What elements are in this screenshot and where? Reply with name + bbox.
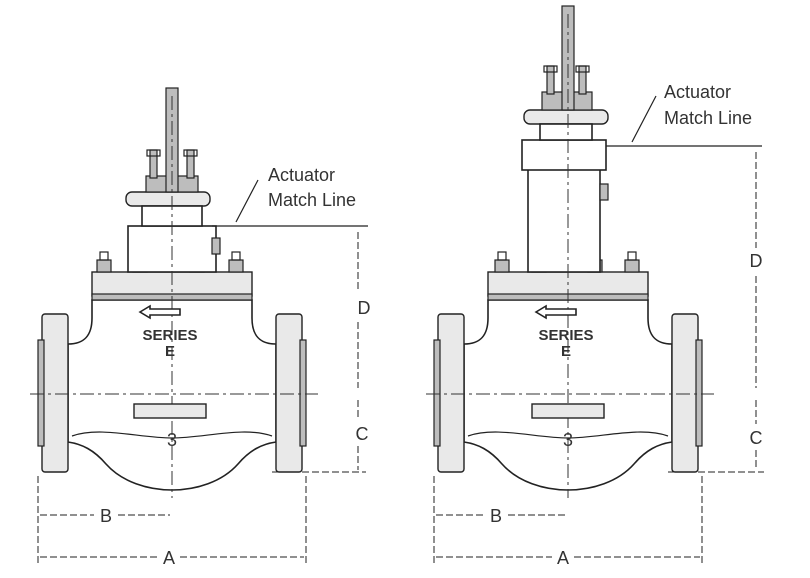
left-flange-right <box>275 313 303 473</box>
left-dim-a-label: A <box>163 548 175 568</box>
right-actuator-label-line2: Match Line <box>664 108 752 128</box>
left-match-line-leader <box>235 179 259 223</box>
right-body-bottom-curve <box>467 431 669 439</box>
right-flange-right <box>671 313 699 473</box>
left-packing-flange <box>125 191 211 207</box>
left-nameplate <box>133 403 207 419</box>
right-flange-left-face <box>433 339 441 447</box>
left-casting-series: SERIES <box>142 327 197 344</box>
left-dim-c-label: C <box>356 424 369 444</box>
right-dim-d-label: D <box>750 251 763 271</box>
right-nameplate <box>531 403 605 419</box>
left-valve: SERIES E 3 Actuator Match Line D C B A <box>30 87 371 568</box>
right-casting-letter: E <box>561 343 571 360</box>
right-match-line-leader <box>631 95 657 143</box>
right-flange-right-face <box>695 339 703 447</box>
left-body-bottom-curve <box>71 431 273 439</box>
right-packing-studs <box>543 65 590 95</box>
left-casting-number: 3 <box>167 430 177 450</box>
right-flange-left <box>437 313 465 473</box>
right-dim-c-label: C <box>750 428 763 448</box>
right-lock-screw <box>599 183 609 201</box>
left-flange-right-face <box>299 339 307 447</box>
left-packing-studs <box>146 149 198 179</box>
left-actuator-label-line2: Match Line <box>268 190 356 210</box>
right-bonnet-neck <box>527 167 601 273</box>
right-packing-follower <box>539 123 593 141</box>
right-dim-b-label: B <box>490 506 502 526</box>
left-lock-screw <box>211 237 221 255</box>
left-dim-d-label: D <box>358 298 371 318</box>
right-flow-arrow-icon <box>534 304 577 320</box>
left-casting-letter: E <box>165 343 175 360</box>
left-flow-arrow-icon <box>138 304 181 320</box>
right-casting-series: SERIES <box>538 327 593 344</box>
left-actuator-label-line1: Actuator <box>268 165 335 185</box>
right-bonnet-top <box>521 139 607 171</box>
left-flange-left <box>41 313 69 473</box>
right-actuator-label-line1: Actuator <box>664 82 731 102</box>
right-packing-flange <box>523 109 609 125</box>
right-dim-a-label: A <box>557 548 569 568</box>
right-valve: SERIES E 3 Actuator Match Line D C B A <box>426 5 764 568</box>
right-casting-number: 3 <box>563 430 573 450</box>
left-flange-left-face <box>37 339 45 447</box>
left-dim-b-label: B <box>100 506 112 526</box>
